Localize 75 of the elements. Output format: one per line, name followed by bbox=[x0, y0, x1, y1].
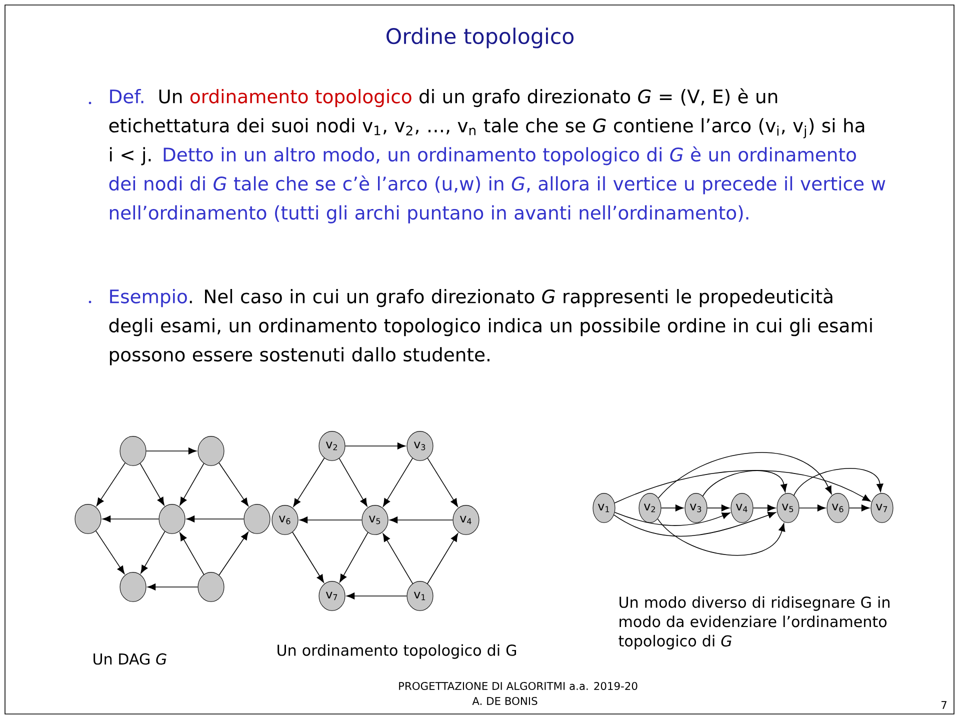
vertex-circle bbox=[120, 436, 146, 466]
caption: Un DAG G bbox=[94, 653, 166, 665]
arrow bbox=[180, 532, 204, 575]
vertex-node: v$_{3}$ bbox=[684, 493, 708, 523]
arrow bbox=[147, 584, 198, 590]
vertex-circle bbox=[198, 436, 224, 466]
vertex-circle bbox=[158, 504, 186, 534]
vertex-node: v$_{7}$ bbox=[870, 493, 894, 523]
vertex-circle bbox=[74, 504, 102, 534]
arrow bbox=[299, 516, 362, 524]
arrow bbox=[848, 504, 870, 512]
caption: Un modo diverso di ridisegnare G in modo da evidenziare l’ordinamento topologico di G bbox=[618, 596, 890, 650]
vertex-node: v$_{6}$ bbox=[272, 505, 298, 535]
vertex-node: v$_{4}$ bbox=[730, 493, 754, 523]
vertex-node: v$_{7}$ bbox=[318, 581, 346, 611]
arrow bbox=[798, 504, 826, 512]
arrow bbox=[752, 504, 776, 512]
arrow bbox=[140, 531, 166, 574]
vertex-circle bbox=[120, 572, 146, 602]
arrow bbox=[96, 462, 126, 506]
vertex-node: v$_{5}$ bbox=[776, 493, 800, 523]
arrow bbox=[614, 512, 776, 537]
arrow bbox=[657, 518, 786, 556]
arrow bbox=[186, 516, 244, 522]
vertex-node: v$_{1}$ bbox=[406, 581, 434, 611]
label: etichettatura dei suoi nodi v$_{1}$, v$_{2}$, …, v$_{n}$ tale che se G contiene l’arco (v$_{i}$, v$_{j}$) si ha bbox=[109, 118, 864, 138]
definition-paragraph: Def. Un ordinamento topologico di un grafo direzionato G = (V, E) è un etichettatura dei suoi nodi v$_{1}$, v$_{2}$, …, v$_{n}$ tale che se G contiene l’arco (v$_{i}$, v$_{j}$) si ha i < j. Detto in un altro modo, un ordinamento topologico di G è un ordinamento dei nodi di G tale che se c’è l’arco (u,w) in G, allora il vertice u precede il vertice w nell’ordinamento (tutti gli archi puntano in avanti nell’ordinamento). bbox=[109, 88, 886, 224]
arrow bbox=[218, 462, 248, 506]
arrow bbox=[427, 533, 458, 584]
arrow bbox=[338, 458, 368, 507]
vertex-circle bbox=[198, 572, 224, 602]
page-number: 7 bbox=[942, 701, 946, 709]
vertex-circle bbox=[244, 504, 270, 534]
label: Def. bbox=[110, 89, 144, 104]
vertex-node: v$_{2}$ bbox=[638, 493, 662, 523]
label: Detto in un altro modo, un ordinamento topologico di G è un ordinamento bbox=[164, 146, 856, 166]
arrow bbox=[146, 448, 197, 454]
vertex-node: v$_{6}$ bbox=[826, 493, 850, 523]
arrow bbox=[702, 470, 788, 497]
label: di un grafo direzionato G = (V, E) è un bbox=[420, 88, 778, 108]
arrow bbox=[658, 452, 832, 498]
arrow bbox=[140, 463, 164, 506]
example-paragraph: Esempio . Nel caso in cui un grafo direzionato G rappresenti le propedeuticità degli esami, un ordinamento topologico indica un possibile ordine in cui gli esami possono essere sostenuti dallo studente. bbox=[109, 288, 872, 366]
arrow bbox=[346, 592, 408, 600]
arrow bbox=[389, 516, 454, 524]
arrow bbox=[382, 533, 414, 584]
arrow bbox=[102, 516, 160, 522]
caption: Un ordinamento topologico di G bbox=[278, 644, 516, 659]
vertex-node: v$_{3}$ bbox=[406, 431, 434, 461]
arrow bbox=[614, 512, 730, 526]
label: ordinamento topologico bbox=[190, 89, 412, 108]
vertex-node: v$_{4}$ bbox=[452, 505, 480, 535]
label: dei nodi di G tale che se c’è l’arco (u,w) in G, allora il vertice u precede il vertice w bbox=[109, 175, 886, 194]
vertex-node: v$_{5}$ bbox=[362, 505, 388, 535]
vertex-node: v$_{2}$ bbox=[318, 431, 346, 461]
arrow bbox=[292, 532, 324, 583]
footer-text: PROGETTAZIONE DI ALGORITMI a.a. 2019-20 bbox=[399, 682, 638, 690]
arrow bbox=[218, 532, 248, 576]
arrow bbox=[660, 504, 684, 512]
footer-text: A. DE BONIS bbox=[472, 696, 538, 706]
arrow bbox=[427, 458, 458, 507]
arrow bbox=[614, 470, 871, 504]
vertex-node: v$_{1}$ bbox=[592, 493, 616, 523]
arrow bbox=[293, 458, 325, 507]
arrow bbox=[96, 530, 125, 574]
label: i < j. bbox=[110, 147, 151, 166]
label: nell’ordinamento (tutti gli archi puntano in avanti nell’ordinamento). bbox=[110, 205, 748, 224]
arrow bbox=[706, 504, 730, 512]
arrow bbox=[344, 442, 406, 450]
arrow bbox=[340, 532, 368, 582]
arrow bbox=[794, 468, 884, 496]
arrow bbox=[180, 463, 204, 506]
label: Un bbox=[159, 90, 182, 104]
arrow bbox=[382, 458, 413, 507]
slide-title: Ordine topologico bbox=[386, 28, 574, 48]
